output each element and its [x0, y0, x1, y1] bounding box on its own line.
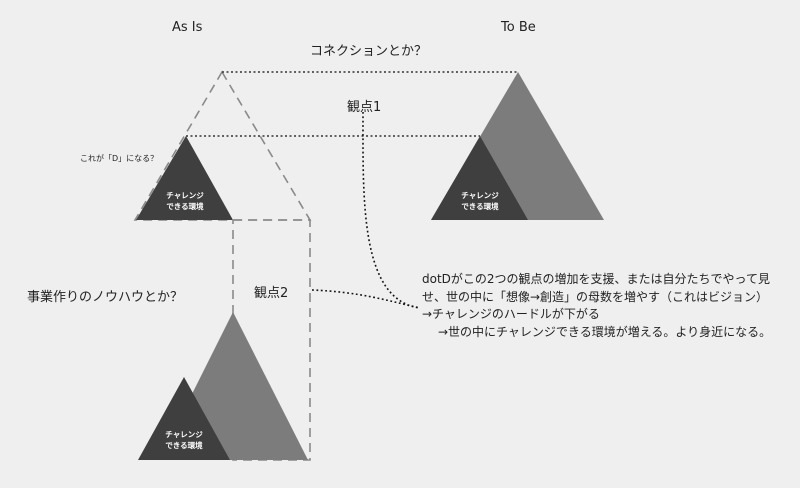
triangle-text-line2: できる環境 — [165, 441, 203, 450]
this-becomes-d-label: これが「D」になる？ — [80, 154, 159, 163]
viewpoint2-curve — [311, 289, 421, 309]
to-be-small-triangle — [431, 136, 528, 220]
triangle-text-line1: チャレンジ — [166, 191, 204, 200]
triangle-text-line2: できる環境 — [461, 202, 499, 211]
bottom-small-triangle — [138, 377, 230, 460]
description-block: dotDがこの2つの観点の増加を支援、または自分たちでやって見 せ、世の中に「想… — [422, 271, 794, 341]
bottom-triangle-text: チャレンジ できる環境 — [149, 429, 219, 451]
as-is-heading: As Is — [172, 20, 203, 35]
connection-label: コネクションとか？ — [310, 44, 428, 59]
viewpoint1-label: 観点1 — [347, 100, 382, 115]
to-be-heading: To Be — [501, 20, 536, 35]
description-line4: →世の中にチャレンジできる環境が増える。より身近になる。 — [438, 324, 772, 339]
triangle-text-line1: チャレンジ — [461, 191, 499, 200]
as-is-small-triangle — [136, 136, 233, 220]
description-line3: →チャレンジのハードルが下がる — [422, 307, 600, 321]
business-knowhow-label: 事業作りのノウハウとか？ — [27, 290, 184, 305]
description-line2: せ、世の中に「想像→創造」の母数を増やす（これはビジョン） — [422, 289, 769, 304]
triangle-text-line2: できる環境 — [166, 202, 204, 211]
viewpoint1-curve — [362, 111, 421, 309]
viewpoint2-label: 観点2 — [254, 286, 289, 301]
triangle-text-line1: チャレンジ — [165, 430, 203, 439]
as-is-triangle-text: チャレンジ できる環境 — [150, 190, 220, 212]
description-line1: dotDがこの2つの観点の増加を支援、または自分たちでやって見 — [422, 272, 770, 286]
to-be-triangle-text: チャレンジ できる環境 — [445, 190, 515, 212]
